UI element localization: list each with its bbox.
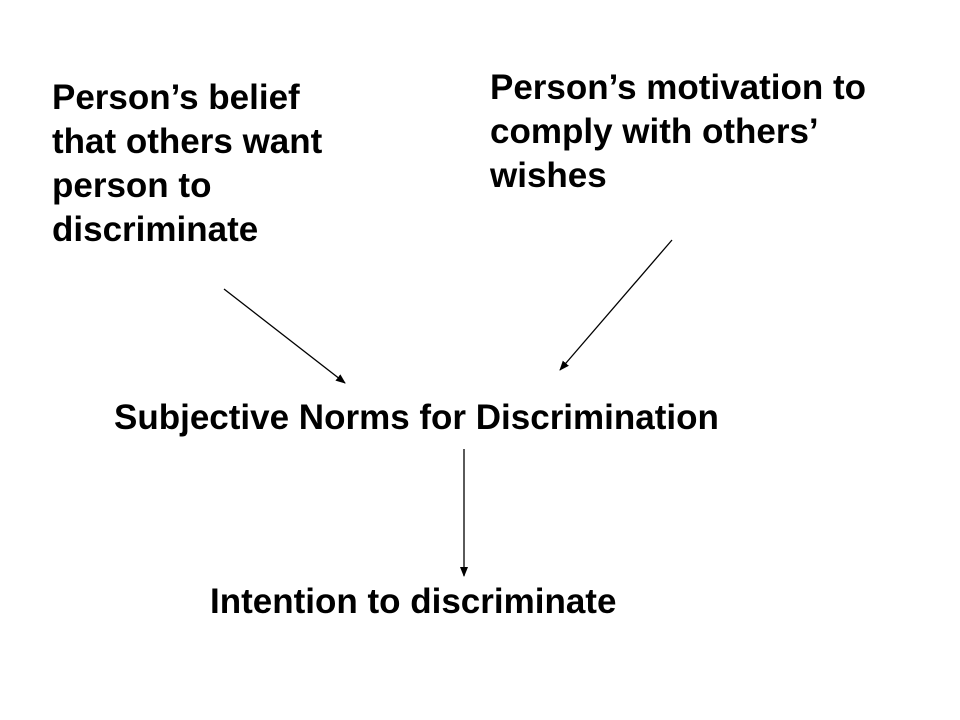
belief-line-4: discriminate <box>52 210 259 249</box>
subjective-norms-node: Subjective Norms for Discrimination <box>114 398 719 437</box>
belief-line-3: person to <box>52 166 212 205</box>
motivation-line-1: Person’s motivation to <box>490 68 866 107</box>
belief-node: Person’s belief that others want person … <box>52 76 322 252</box>
motivation-line-2: comply with others’ <box>490 112 819 151</box>
intention-node: Intention to discriminate <box>210 582 617 621</box>
belief-line-2: that others want <box>52 122 323 161</box>
arrow-motivation-to-norms <box>559 239 673 371</box>
motivation-line-3: wishes <box>490 156 607 195</box>
motivation-node: Person’s motivation to comply with other… <box>490 66 866 198</box>
arrow-belief-to-norms <box>223 288 346 384</box>
belief-line-1: Person’s belief <box>52 78 300 117</box>
